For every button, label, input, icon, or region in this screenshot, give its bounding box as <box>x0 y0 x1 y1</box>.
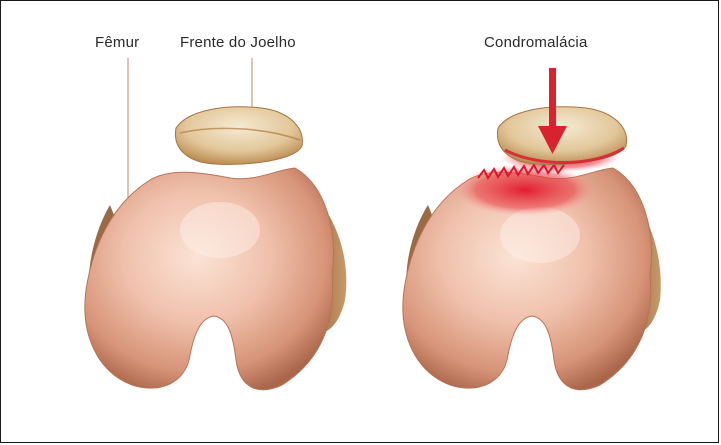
left-patella <box>175 107 302 165</box>
arrow-shaft <box>549 68 556 130</box>
left-femur-body <box>85 168 334 390</box>
left-femur <box>85 168 346 390</box>
left-femur-highlight <box>180 202 260 258</box>
inflammation-glow-femur <box>455 164 595 216</box>
